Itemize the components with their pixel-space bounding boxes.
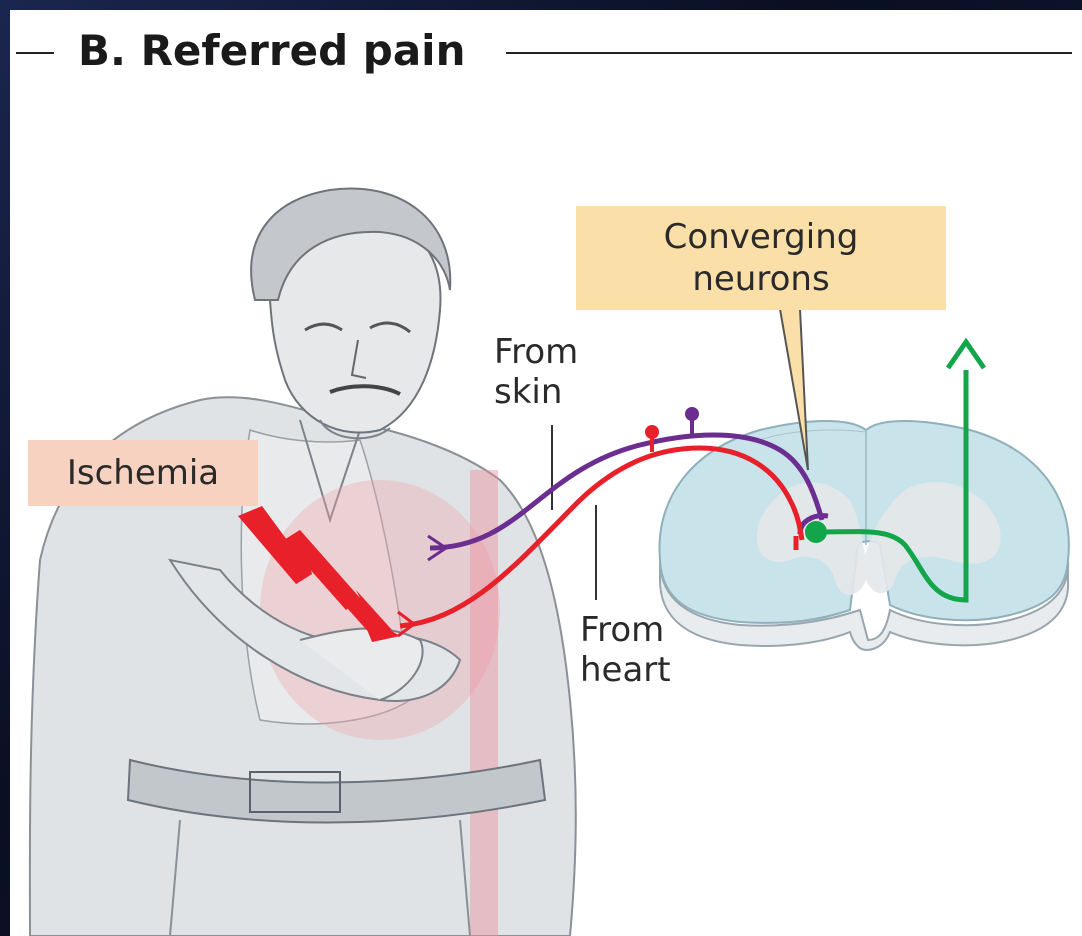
converging-line-2: neurons bbox=[576, 258, 946, 300]
from-skin-line-1: From bbox=[494, 332, 578, 372]
from-heart-label: From heart bbox=[580, 610, 671, 690]
title-rule-right bbox=[506, 52, 1072, 54]
from-heart-line-1: From bbox=[580, 610, 671, 650]
ischemia-label: Ischemia bbox=[28, 440, 258, 506]
from-skin-label: From skin bbox=[494, 332, 578, 412]
converging-neurons-label: Converging neurons bbox=[576, 206, 946, 310]
figure-title-row: B. Referred pain bbox=[16, 26, 1072, 82]
from-heart-line-2: heart bbox=[580, 650, 671, 690]
spinal-cord bbox=[660, 421, 1069, 650]
figure-title: B. Referred pain bbox=[78, 26, 465, 75]
converging-line-1: Converging bbox=[576, 216, 946, 258]
from-skin-line-2: skin bbox=[494, 372, 578, 412]
title-rule-left bbox=[16, 52, 54, 54]
